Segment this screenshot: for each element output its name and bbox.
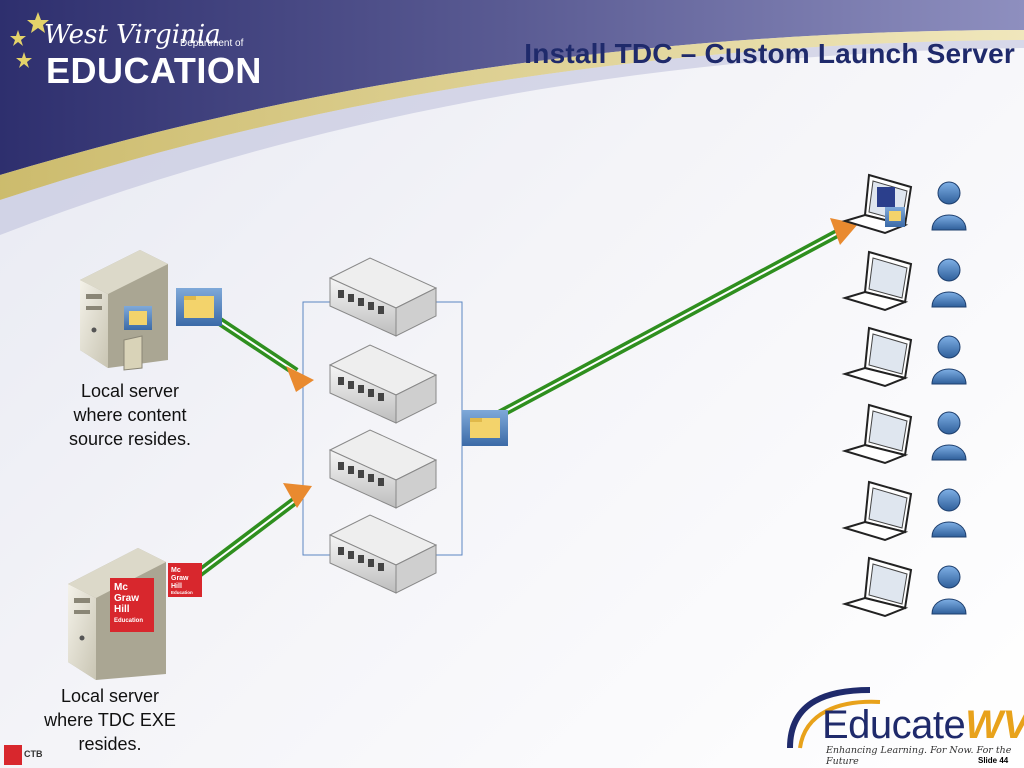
mgh-badge-line2: Graw <box>114 593 139 604</box>
slide-title: Install TDC – Custom Launch Server <box>524 38 1015 69</box>
mcgraw-hill-logo <box>4 745 22 765</box>
mgh-badge-line1: Mc <box>114 582 128 593</box>
network-switch-icon <box>328 257 438 337</box>
user-icon <box>931 411 967 461</box>
mgh-small-line1: Mc <box>171 567 181 574</box>
educate-wv-logo-text: EducateWV <box>822 703 1024 748</box>
connector-content-to-switch <box>207 311 314 392</box>
tdc-caption-line1: Local server <box>60 686 160 706</box>
tdc-server-caption: Local server where TDC EXE resides. <box>30 684 190 756</box>
connector-switch-to-laptop <box>482 218 858 426</box>
laptop-icon <box>841 480 913 542</box>
content-caption-line1: Local server <box>80 381 180 401</box>
user-icon <box>931 335 967 385</box>
content-caption-line2: where content <box>73 405 187 425</box>
folder-icon <box>124 306 152 330</box>
mgh-badge-line3: Hill <box>114 604 130 615</box>
educate-wv-logo-swoosh <box>787 687 881 749</box>
content-server-caption: Local server where content source reside… <box>50 379 210 451</box>
logo-dept-text: Department of <box>180 38 244 49</box>
network-switch-icon <box>328 429 438 509</box>
user-icon <box>931 181 967 231</box>
mgh-small-line3: Hill <box>171 583 182 590</box>
user-icon <box>931 565 967 615</box>
educate-tagline: Enhancing Learning. For Now. For the Fut… <box>826 745 1012 767</box>
laptop-icon <box>841 250 913 312</box>
content-caption-line3: source resides. <box>68 429 192 449</box>
mcgraw-hill-logo: Mc Graw Hill Education <box>168 563 202 597</box>
laptop-icon <box>841 556 913 618</box>
laptop-icon <box>841 326 913 388</box>
folder-icon <box>176 288 222 326</box>
wv-word: WV <box>965 703 1024 747</box>
mcgraw-hill-logo: Mc Graw Hill Education <box>110 578 154 632</box>
network-switch-icon <box>328 344 438 424</box>
mgh-small-line4: Education <box>171 590 193 595</box>
laptop-icon <box>841 173 913 235</box>
slide-number: Slide 44 <box>978 756 1009 765</box>
folder-icon <box>462 410 508 446</box>
server-icon <box>80 250 168 371</box>
laptop-icon <box>841 403 913 465</box>
user-icon <box>931 488 967 538</box>
tdc-caption-line3: resides. <box>78 734 142 754</box>
ctb-label: CTB <box>24 749 43 759</box>
connector-tdc-to-switch <box>187 483 312 584</box>
user-icon <box>931 258 967 308</box>
logo-script-text: West Virginia <box>44 20 221 50</box>
tdc-caption-line2: where TDC EXE <box>44 710 176 730</box>
mgh-badge-line4: Education <box>114 618 143 624</box>
educate-word: Educate <box>822 703 966 747</box>
logo-education-text: EDUCATION <box>46 50 262 91</box>
mgh-small-line2: Graw <box>171 575 189 582</box>
network-switch-icon <box>328 514 438 594</box>
switch-group-bracket <box>302 301 463 556</box>
